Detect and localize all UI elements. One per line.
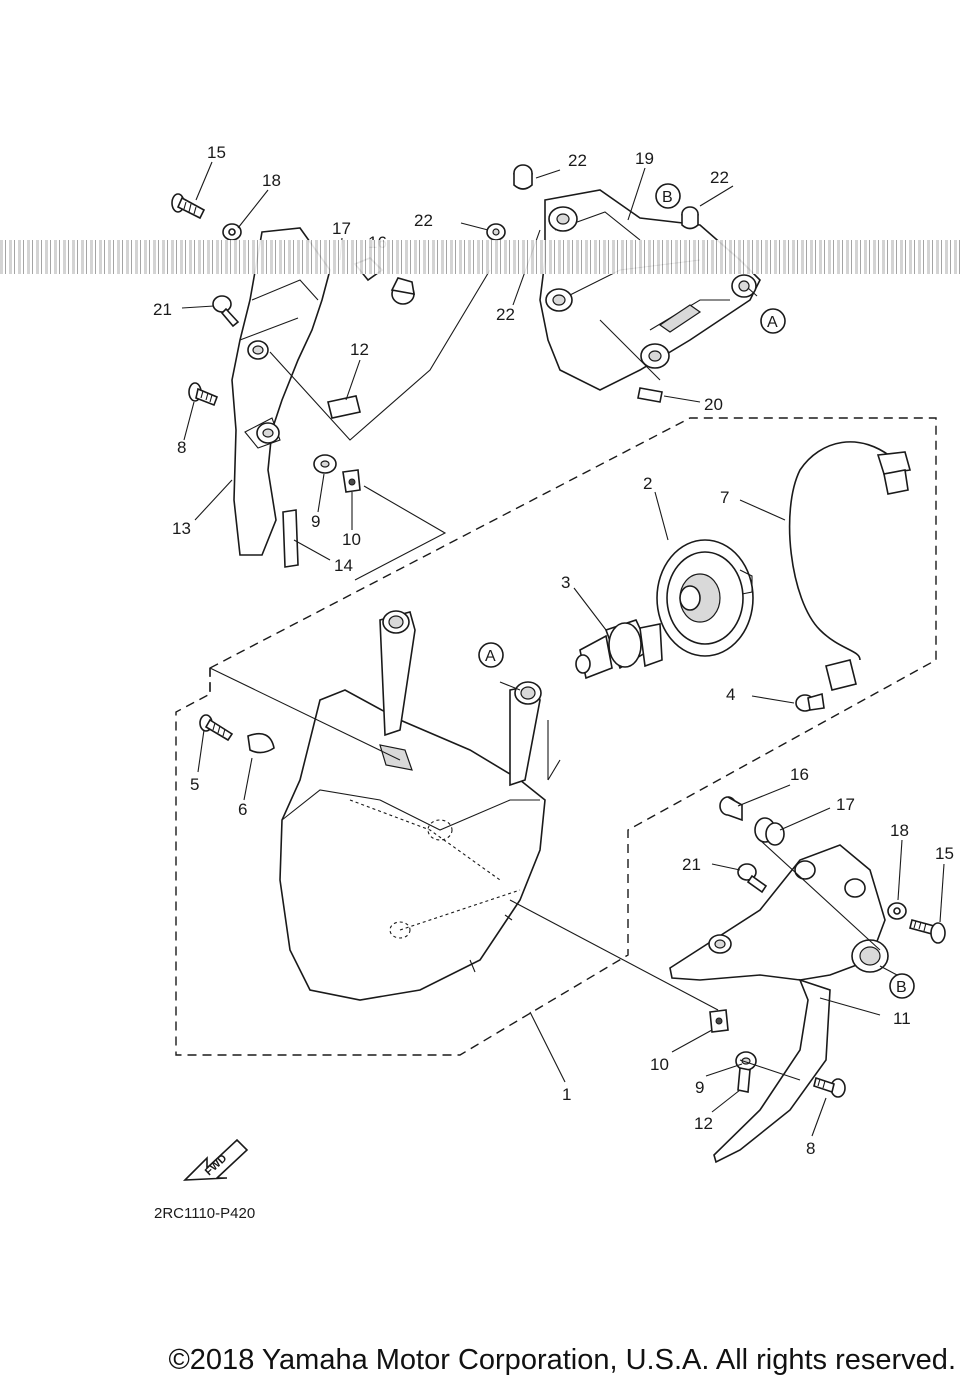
callout-6: 6 <box>238 800 247 819</box>
callout-8-right: 8 <box>806 1139 815 1158</box>
callout-15-left: 15 <box>207 143 226 162</box>
reference-markers: A A B B <box>478 183 915 999</box>
damper-strip <box>282 509 299 568</box>
grommet-9-left <box>313 454 337 474</box>
ref-a-upper: A <box>767 314 778 331</box>
ref-b-upper-circle <box>655 183 681 209</box>
position-bulb <box>795 692 825 712</box>
nut-10-right <box>709 1009 729 1033</box>
bulb-socket-cover <box>656 539 754 657</box>
callout-7: 7 <box>720 488 729 507</box>
nut-10-left <box>342 469 361 493</box>
clamp-6 <box>247 732 275 754</box>
callout-13: 13 <box>172 519 191 538</box>
callout-18-right: 18 <box>890 821 909 840</box>
bolt-15-left <box>171 193 206 220</box>
callout-12-right: 12 <box>694 1114 713 1133</box>
callout-21-right: 21 <box>682 855 701 874</box>
sub-wire-harness <box>788 441 912 691</box>
callout-16-right: 16 <box>790 765 809 784</box>
screw-5 <box>199 714 234 742</box>
ref-a-lower-circle <box>478 642 504 668</box>
callout-21-left: 21 <box>153 300 172 319</box>
callout-10-left: 10 <box>342 530 361 549</box>
callout-11: 11 <box>893 1009 911 1028</box>
headlight-bulb <box>575 619 663 680</box>
upper-bracket <box>539 189 761 391</box>
grommet-9-right <box>735 1051 757 1071</box>
callout-4: 4 <box>726 685 735 704</box>
bolt-21-left <box>212 295 240 328</box>
collar-16-right <box>719 796 743 822</box>
callout-17-right: 17 <box>836 795 855 814</box>
ref-b-lower-circle <box>889 973 915 999</box>
ref-a-upper-circle <box>760 308 786 334</box>
ref-a-lower: A <box>485 648 496 665</box>
scan-artifact <box>0 240 960 274</box>
assembly-boundary <box>175 417 937 1056</box>
forward-arrow-icon: FWD <box>182 1138 249 1181</box>
ref-b-lower: B <box>896 979 907 996</box>
damper-pad-left <box>327 395 361 419</box>
callout-19: 19 <box>635 149 654 168</box>
damper-pad-right <box>737 1067 751 1093</box>
callout-22-c: 22 <box>496 305 515 324</box>
callout-20: 20 <box>704 395 723 414</box>
callout-15-right: 15 <box>935 844 954 863</box>
callout-17-left: 17 <box>332 219 351 238</box>
bolt-21-right <box>737 863 768 894</box>
grommet-17-right <box>754 817 785 846</box>
callout-3: 3 <box>561 573 570 592</box>
callout-5: 5 <box>190 775 199 794</box>
callout-8-left: 8 <box>177 438 186 457</box>
collar-16-left <box>390 277 415 305</box>
collar-22-a <box>513 164 533 190</box>
copyright-notice: ©2018 Yamaha Motor Corporation, U.S.A. A… <box>168 1344 956 1376</box>
washer-18-left <box>222 223 242 241</box>
ref-b-upper: B <box>662 189 673 206</box>
callout-14: 14 <box>334 556 353 575</box>
grommet-22-b <box>486 223 506 241</box>
callout-10-right: 10 <box>650 1055 669 1074</box>
bolt-8-left <box>188 382 219 407</box>
damper-20 <box>637 387 663 403</box>
bolt-15-right <box>909 919 946 944</box>
left-headlight-stay <box>231 227 331 556</box>
callout-22-a: 22 <box>568 151 587 170</box>
callout-9-left: 9 <box>311 512 320 531</box>
right-headlight-stay <box>669 844 889 1164</box>
callout-2: 2 <box>643 474 652 493</box>
callout-18-left: 18 <box>262 171 281 190</box>
callout-22-d: 22 <box>710 168 729 187</box>
leader-lines <box>181 161 945 1137</box>
bolt-8-right <box>813 1076 846 1098</box>
headlight-unit <box>279 610 546 1001</box>
callout-12-left: 12 <box>350 340 369 359</box>
washer-18-right <box>887 902 907 920</box>
callout-9-right: 9 <box>695 1078 704 1097</box>
callout-22-b: 22 <box>414 211 433 230</box>
collar-22-d <box>681 206 699 230</box>
callout-1: 1 <box>562 1085 571 1104</box>
drawing-code: 2RC1110-P420 <box>154 1205 255 1222</box>
